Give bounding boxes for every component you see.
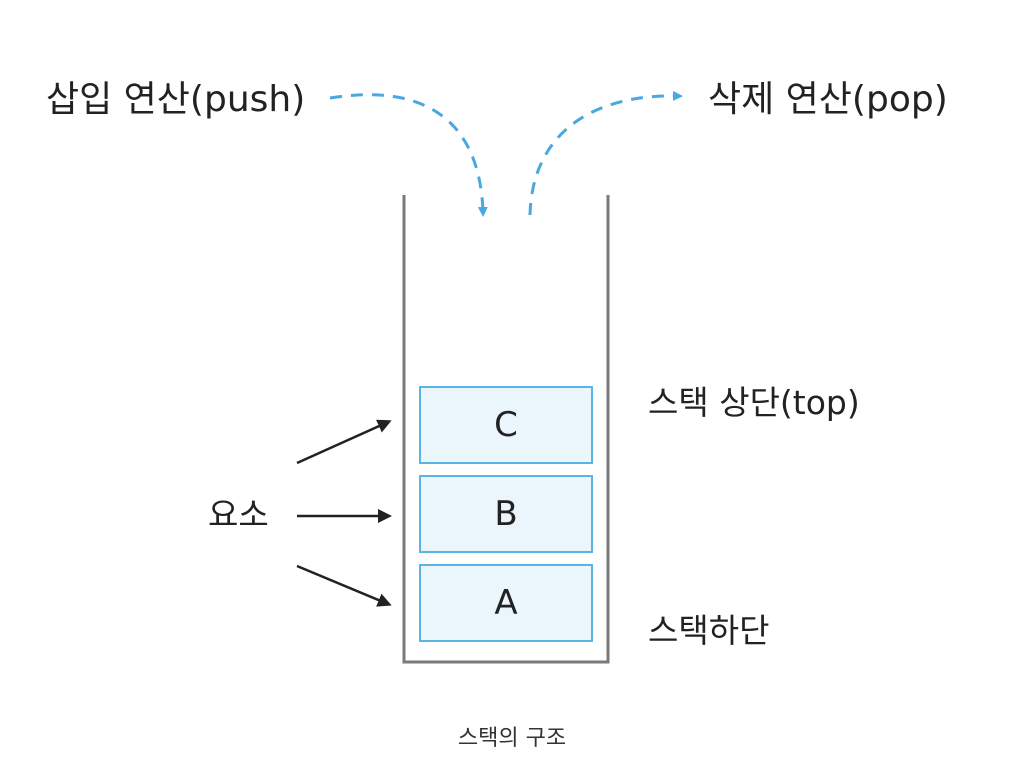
element-arrow-to-c	[296, 419, 392, 465]
element-label: 요소	[208, 495, 269, 534]
pop-arrow	[528, 90, 683, 216]
stack-item-b: B	[419, 475, 593, 553]
stack-top-label: 스택 상단(top)	[648, 383, 860, 422]
stack-item-a: A	[419, 564, 593, 642]
stack-bottom-label: 스택하단	[648, 611, 770, 650]
pop-operation-label: 삭제 연산(pop)	[708, 79, 948, 120]
stack-container	[402, 195, 610, 664]
figure-caption: 스택의 구조	[457, 726, 567, 751]
stack-item-c: C	[419, 386, 593, 464]
element-arrow-to-a	[296, 564, 392, 607]
push-arrow	[329, 93, 488, 217]
push-operation-label: 삽입 연산(push)	[46, 79, 306, 120]
